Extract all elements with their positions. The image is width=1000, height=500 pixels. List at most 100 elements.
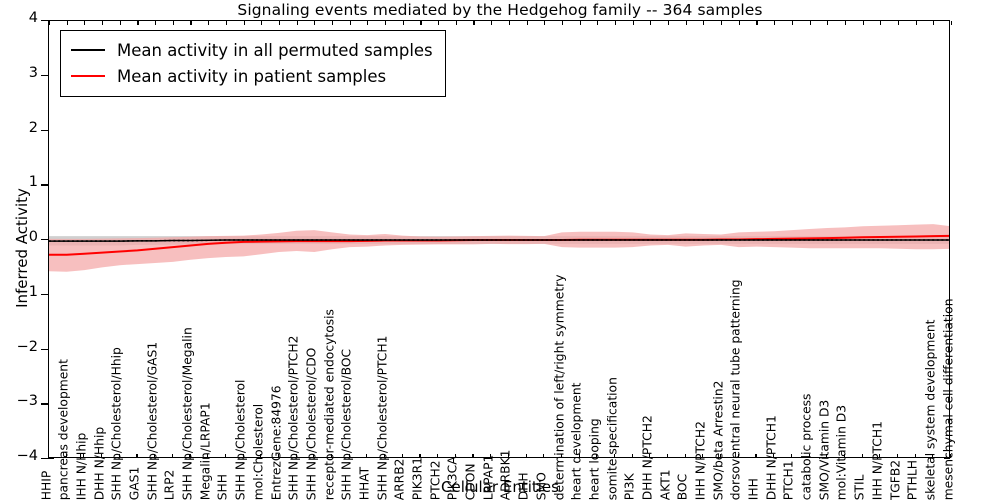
x-tick-mark-top [349,21,351,25]
x-tick-mark [419,454,421,458]
y-tick-label: 0 [28,229,38,245]
y-tick-mark [41,20,48,22]
chart-legend: Mean activity in all permuted samples Me… [60,30,446,97]
x-tick-mark-top [721,21,723,25]
x-tick-mark [560,454,562,458]
x-tick-mark [950,454,952,458]
legend-label-patient: Mean activity in patient samples [117,66,387,86]
x-tick-mark [101,454,103,458]
x-tick-mark-top [137,21,139,25]
x-tick-mark-top [668,21,670,25]
x-tick-mark-top [526,21,528,25]
x-tick-mark [490,454,492,458]
y-tick-mark [944,458,950,460]
x-tick-mark [154,454,156,458]
x-tick-mark-top [172,21,174,25]
y-tick-mark [41,129,48,131]
x-tick-mark [914,454,916,458]
y-tick-mark [41,74,48,77]
x-tick-mark-top [774,21,776,25]
y-tick-mark [41,348,48,350]
x-tick-mark [861,454,863,458]
y-tick-label: −4 [16,448,38,464]
x-tick-mark [649,454,651,458]
y-tick-label: −3 [16,393,38,410]
x-tick-mark [631,454,633,458]
x-tick-mark-top [119,21,121,25]
x-tick-label: SHH Np/Cholesterol/Megalin [180,326,195,500]
x-tick-mark [613,454,616,458]
x-tick-mark [879,454,881,458]
x-axis-label: Cellular Entities [441,478,559,496]
x-tick-mark-top [614,21,617,25]
x-tick-mark [790,454,792,458]
x-tick-mark-top [844,21,846,25]
x-tick-mark-top [296,21,298,25]
x-tick-mark-top [880,21,882,25]
x-tick-mark [843,454,845,458]
x-tick-mark-top [66,21,68,25]
x-tick-label: determination of left/right symmetry [552,274,567,500]
legend-item-permuted: Mean activity in all permuted samples [71,37,433,63]
x-tick-label: dorsoventral neural tube patterning [729,279,744,500]
x-tick-mark [348,454,350,458]
x-tick-mark-top [544,21,546,25]
y-tick-label: 4 [28,10,38,26]
y-tick-label: 2 [28,119,38,136]
x-tick-mark-top [685,21,687,25]
x-tick-mark-top [84,21,86,25]
y-tick-mark [41,239,48,241]
x-tick-mark [755,454,757,458]
x-tick-mark-top [261,21,263,25]
x-tick-mark-top [491,21,493,25]
x-tick-mark-top [402,21,404,25]
x-tick-mark [330,454,333,458]
x-tick-mark [401,454,403,458]
y-tick-label: 1 [28,174,38,191]
x-tick-mark [437,454,439,458]
x-tick-mark [189,454,191,458]
x-tick-mark [384,454,386,458]
x-tick-mark [525,454,527,458]
x-tick-mark [472,454,474,458]
x-tick-mark [171,454,173,458]
x-tick-mark [667,454,669,458]
x-tick-mark-top [473,21,475,25]
y-tick-label: −2 [16,338,38,355]
x-tick-mark-top [862,21,864,25]
x-tick-mark [207,454,209,458]
x-tick-mark [136,454,138,458]
y-tick-mark [41,458,48,460]
x-tick-mark-top [243,21,245,25]
x-tick-label: receptor-mediated endocytosis [322,308,337,500]
x-tick-mark-top [597,21,599,25]
x-tick-mark-top [579,21,581,25]
x-tick-mark-top [438,21,440,25]
x-tick-mark-top [385,21,387,25]
y-tick-mark [41,403,48,405]
x-tick-mark-top [756,21,758,25]
legend-item-patient: Mean activity in patient samples [71,63,433,89]
x-tick-mark-top [915,21,917,25]
x-tick-mark-top [933,21,935,25]
x-tick-mark [366,454,368,458]
plot-area [48,20,953,458]
x-tick-mark-top [897,21,900,25]
y-tick-mark [41,184,48,186]
x-tick-mark [295,454,297,458]
x-tick-mark-top [827,21,829,25]
x-tick-mark-top [278,21,280,25]
x-tick-mark-top [703,21,705,25]
x-tick-mark-top [49,21,51,25]
x-tick-mark [48,454,50,458]
x-tick-mark [702,454,704,458]
x-tick-mark-top [738,21,740,25]
x-tick-label: mesenchymal cell differentiation [941,298,956,500]
x-tick-mark-top [508,21,510,25]
legend-swatch-patient [71,75,105,77]
x-tick-mark [260,454,262,458]
x-tick-mark [896,454,899,458]
x-tick-label: SHH Np/Cholesterol/PTCH2 [286,335,301,500]
